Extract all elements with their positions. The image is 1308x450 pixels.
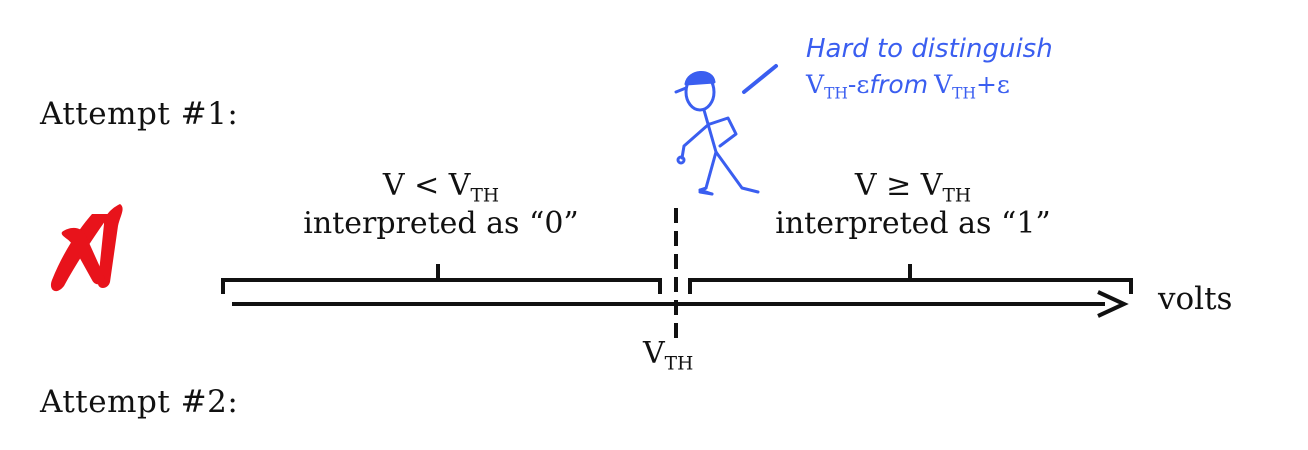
stick-figure-icon xyxy=(674,71,760,196)
annotation-b-text: V xyxy=(934,70,953,99)
annotation-b-suffix: +ε xyxy=(975,70,1010,99)
high-region-brace xyxy=(688,264,1133,294)
low-condition-text: V < V xyxy=(382,168,471,203)
attempt-1-label: Attempt #1: xyxy=(40,96,239,132)
high-condition-text: V ≥ V xyxy=(854,168,943,203)
threshold-label: VTH xyxy=(643,336,693,373)
high-region-condition: V ≥ VTH xyxy=(740,168,1086,205)
high-condition-subscript: TH xyxy=(942,185,972,207)
voltage-axis xyxy=(232,290,1129,318)
low-region-meaning: interpreted as “0” xyxy=(303,206,579,241)
low-region-condition: V < VTH xyxy=(268,168,614,205)
annotation-a-suffix: -ε xyxy=(847,70,870,99)
high-region-meaning: interpreted as “1” xyxy=(775,206,1051,241)
attempt-2-label: Attempt #2: xyxy=(40,384,239,420)
annotation-a-text: V xyxy=(806,70,825,99)
annotation-b-subscript: TH xyxy=(952,84,976,103)
low-region-brace xyxy=(221,264,662,294)
red-x-mark-icon xyxy=(50,204,123,292)
annotation-from-word: from xyxy=(869,70,929,99)
annotation-title: Hard to distinguish xyxy=(806,34,1053,64)
threshold-text: V xyxy=(643,336,665,371)
axis-label-volts: volts xyxy=(1158,281,1233,317)
annotation-pointer-line xyxy=(742,64,778,94)
threshold-subscript: TH xyxy=(664,353,694,375)
annotation-a-subscript: TH xyxy=(824,84,848,103)
low-condition-subscript: TH xyxy=(470,185,500,207)
